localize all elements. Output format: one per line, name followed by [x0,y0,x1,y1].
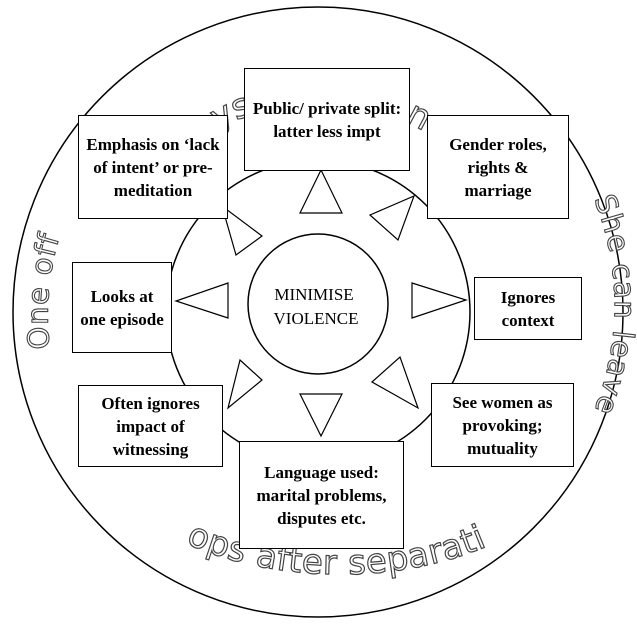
box-ignores-context: Ignores context [474,277,582,340]
arrow-down [299,393,343,438]
center-label-line2: VIOLENCE [274,309,359,328]
box-provoking: See women as provoking; mutuality [431,383,574,467]
center-hub [247,233,389,375]
box-public-private: Public/ private split: latter less impt [244,68,410,171]
arrow-down-right [370,355,420,410]
arrow-up [299,168,343,214]
box-witnessing: Often ignores impact of witnessing [78,385,223,467]
arrow-up-left [220,204,264,256]
box-language-used: Language used: marital problems, dispute… [239,441,404,549]
box-one-episode: Looks at one episode [72,262,172,353]
arrow-down-left [226,358,263,410]
box-lack-of-intent: Emphasis on ‘lack of intent’ or pre-medi… [78,115,228,219]
center-label-line1: MINIMISE [274,285,353,304]
arrow-up-right [368,194,416,242]
arrow-right [411,282,468,319]
box-gender-roles: Gender roles, rights & marriage [427,115,569,219]
arrow-left [174,282,229,319]
